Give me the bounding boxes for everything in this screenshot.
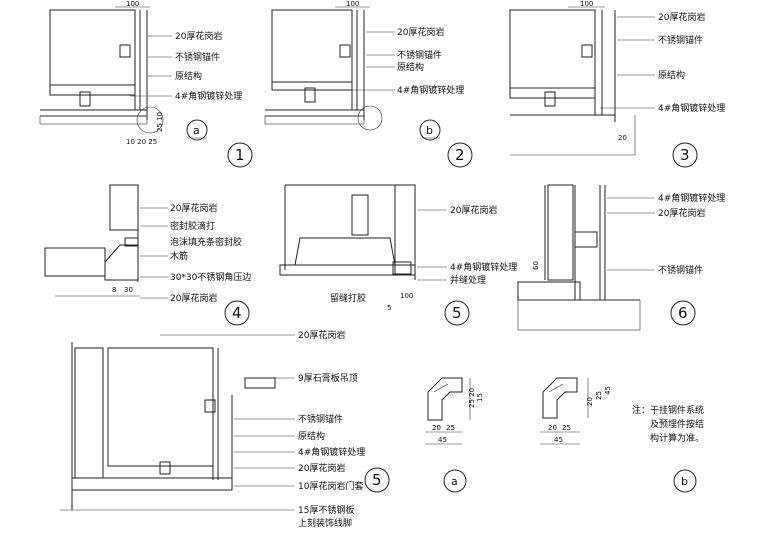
label: 15厚不锈钢板 — [298, 504, 354, 516]
label: 4#角钢镀锌处理 — [397, 84, 464, 96]
detail-number: 1 — [235, 146, 245, 164]
detail-number: 5 — [452, 304, 462, 322]
detail-number: 5 — [372, 471, 382, 489]
callout-letter: a — [193, 124, 200, 137]
label: 不锈钢锚件 — [175, 51, 220, 63]
callout-letter: b — [426, 124, 433, 137]
label: 原结构 — [397, 61, 424, 73]
label: 4#角钢镀锌处理 — [175, 90, 242, 102]
label: 并缝处理 — [450, 274, 486, 286]
label: 20厚花岗岩 — [170, 202, 217, 214]
detail-4: 20厚花岗岩 密封胶滴打 泡沫填充条密封胶 木筋 30*30不锈钢角压边 20厚… — [44, 184, 251, 326]
label: 20厚花岗岩 — [450, 204, 497, 216]
dim-label: 100 — [580, 0, 593, 8]
note: 注：干挂钢件系统 及预埋件按结 构计算为准。 — [632, 404, 704, 444]
dim-label: 20 — [586, 397, 594, 406]
label: 泡沫填充条密封胶 — [170, 236, 242, 248]
dim-label: 5 — [387, 304, 391, 312]
label: 9厚石膏板吊顶 — [298, 372, 358, 384]
detail-number: 4 — [232, 304, 242, 322]
label: 密封胶滴打 — [170, 220, 215, 232]
label: 原结构 — [658, 69, 685, 81]
profile-letter: b — [681, 475, 688, 488]
note-line: 注：干挂钢件系统 — [632, 404, 704, 416]
dim-label: 100 — [126, 0, 139, 8]
label: 20厚花岗岩 — [658, 11, 705, 23]
profile-b: 20 25 45 20 25 45 b — [540, 377, 697, 493]
label: 20厚花岗岩 — [298, 462, 345, 474]
detail-5-top: 20厚花岗岩 4#角钢镀锌处理 并缝处理 留缝打胶 100 5 5 — [279, 184, 517, 326]
dim-label: 10 20 25 — [126, 138, 157, 146]
label: 4#角钢镀锌处理 — [658, 192, 725, 204]
label: 20厚花岗岩 — [298, 329, 345, 341]
dim-label: 60 — [532, 261, 540, 270]
detail-number: 6 — [678, 304, 688, 322]
dim-label: 8 — [112, 286, 116, 294]
dim-label: 20 — [548, 424, 557, 432]
label: 20厚花岗岩 — [397, 26, 444, 38]
label: 10厚花岗岩门套 — [298, 480, 363, 492]
dim-label: 100 — [400, 292, 413, 300]
note-line: 及预埋件按结 — [650, 418, 704, 430]
detail-3: 100 20厚花岗岩 不锈钢锚件 原结构 4#角钢镀锌处理 20 3 — [509, 0, 725, 168]
label: 留缝打胶 — [330, 292, 366, 304]
note-line: 构计算为准。 — [650, 432, 704, 444]
label: 不锈钢锚件 — [298, 413, 343, 425]
dim-label: 25 10 — [156, 112, 164, 132]
detail-number: 2 — [455, 146, 465, 164]
dim-label: 45 — [438, 436, 447, 444]
label: 不锈钢锚件 — [658, 34, 703, 46]
detail-number: 3 — [680, 146, 690, 164]
dim-label: 25 — [562, 424, 571, 432]
label: 原结构 — [298, 430, 325, 442]
dim-label: 30 — [124, 286, 133, 294]
label: 20厚花岗岩 — [658, 207, 705, 219]
label: 4#角钢镀锌处理 — [450, 261, 517, 273]
profile-a: 20 25 45 25 20 15 a — [425, 377, 484, 493]
label: 20厚花岗岩 — [175, 30, 222, 42]
label: 20厚花岗岩 — [170, 292, 217, 304]
profile-letter: a — [451, 475, 458, 488]
label: 不锈钢锚件 — [397, 49, 442, 61]
label: 木筋 — [170, 250, 188, 262]
label: 4#角钢镀锌处理 — [658, 102, 725, 114]
dim-label: 45 — [554, 436, 563, 444]
dim-label: 25 20 — [468, 388, 476, 408]
detail-2: 100 20厚花岗岩 不锈钢锚件 原结构 4#角钢镀锌处理 b 2 — [264, 0, 473, 168]
dim-label: 20 — [432, 424, 441, 432]
label: 上刻装饰线脚 — [298, 517, 352, 529]
label: 不锈钢锚件 — [658, 264, 703, 276]
dim-label: 25 — [446, 424, 455, 432]
dim-label: 100 — [346, 0, 359, 8]
detail-5-bottom: 20厚花岗岩 9厚石膏板吊顶 不锈钢锚件 原结构 4#角钢镀锌处理 20厚花岗岩… — [60, 329, 390, 529]
dim-label: 45 — [604, 386, 612, 395]
dim-label: 15 — [476, 393, 484, 402]
label: 原结构 — [175, 70, 202, 82]
label: 30*30不锈钢角压边 — [170, 271, 251, 283]
label: 4#角钢镀锌处理 — [298, 446, 365, 458]
detail-6: 4#角钢镀锌处理 20厚花岗岩 不锈钢锚件 60 6 — [517, 184, 725, 331]
dim-label: 20 — [618, 134, 627, 142]
dim-label: 25 — [595, 391, 603, 400]
detail-1: 100 20厚花岗岩 不锈钢锚件 原结构 4#角钢镀锌处理 10 20 25 2… — [39, 0, 253, 168]
